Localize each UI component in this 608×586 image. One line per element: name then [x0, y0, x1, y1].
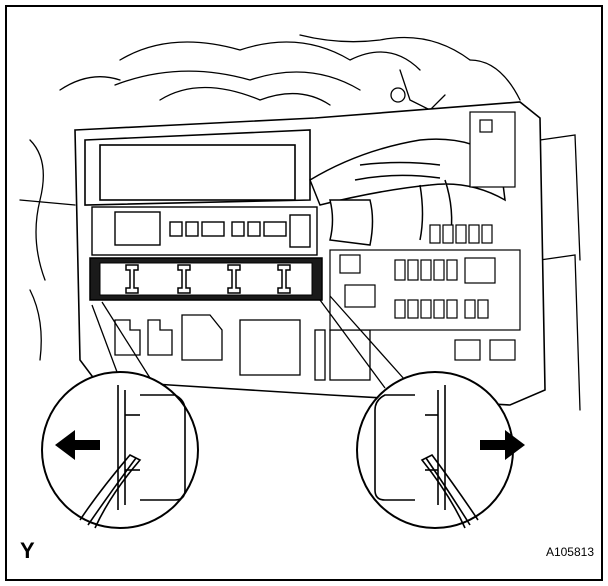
right-fuse-panel [329, 111, 521, 361]
lower-components [114, 314, 371, 381]
leader-lines [91, 295, 406, 389]
left-arrow-icon [55, 430, 100, 460]
background-sketch [19, 34, 581, 411]
figure-id: A105813 [545, 545, 594, 559]
fuse-strip [89, 257, 323, 301]
left-detail-circle [41, 371, 199, 529]
relay-block [91, 206, 318, 256]
corner-mark: Y [20, 538, 35, 563]
right-arrow-icon [480, 430, 525, 460]
right-detail-circle [356, 371, 514, 529]
